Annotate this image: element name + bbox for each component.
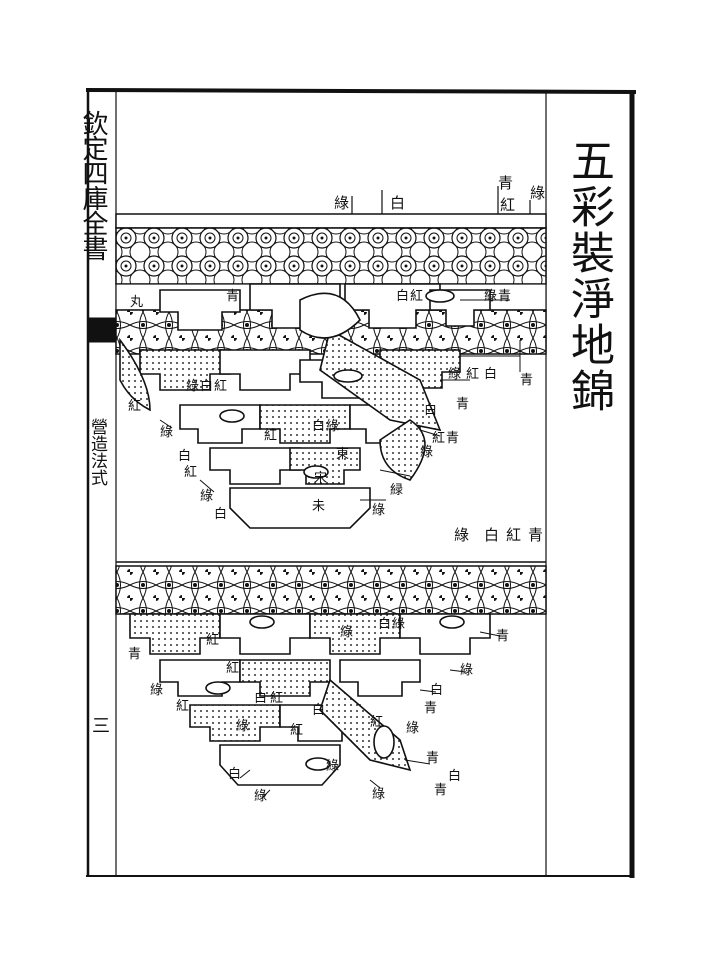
lower-label-hong-3: 紅 — [226, 661, 240, 676]
upper-label-qing-2: 青 — [498, 289, 512, 304]
lower-frieze — [115, 565, 547, 615]
upper-label-hong-3: 紅 — [432, 431, 446, 446]
upper-label-lu-3: 綠 — [420, 445, 434, 460]
lower-label-lu-6: 綠 — [372, 787, 386, 802]
page-number: 三 — [89, 716, 110, 734]
upper-inner-hong: 紅 — [261, 428, 276, 441]
separator-key-bai: 白 — [484, 526, 500, 544]
upper-inner-lu: 綠 — [326, 419, 340, 434]
lower-label-qing-2: 青 — [424, 701, 438, 716]
key-label-lu: 綠 — [334, 194, 350, 212]
upper-label-lu-2: 綠 — [448, 367, 462, 382]
upper-label-hong-4: 紅 — [214, 379, 228, 394]
upper-label-hong-6: 紅 — [184, 465, 198, 480]
upper-label-bai-4: 白 — [200, 379, 214, 394]
upper-label-lu-7: 綠 — [160, 425, 174, 440]
upper-label-lu-6: 綠 — [186, 379, 200, 394]
upper-inner-bai: 白 — [312, 419, 326, 434]
plate-title: 五彩裝淨地錦 — [563, 138, 614, 414]
upper-label-bai-2: 白 — [484, 367, 498, 382]
lower-label-bai-4: 白 — [228, 767, 242, 782]
upper-label-hong-2: 紅 — [466, 367, 480, 382]
lower-label-qing-4: 青 — [434, 783, 448, 798]
lower-label-bai-1: 白 — [430, 683, 444, 698]
separator-key-qing: 青 — [528, 526, 544, 544]
upper-inner-dong: 東 — [336, 447, 350, 462]
lower-label-lu-4: 綠 — [236, 719, 250, 734]
lower-label-hong-1: 紅 — [206, 633, 220, 648]
upper-label-lu-1: 綠 — [484, 289, 498, 304]
upper-leader-lines — [159, 299, 521, 501]
upper-label-qing-5: 青 — [446, 431, 460, 446]
upper-label-lu-8: 綠 — [200, 489, 214, 504]
lower-inner-lu: 綠 — [392, 617, 406, 632]
upper-label-bai-6: 白 — [214, 507, 228, 522]
lower-label-hong-5: 紅 — [270, 691, 284, 706]
lower-label-lu-3: 綠 — [150, 683, 164, 698]
lower-inner-bai: 白 — [378, 617, 392, 632]
upper-inner-wei: 未 — [312, 499, 326, 514]
key-label-lu-right: 綠 — [530, 184, 546, 202]
lower-inner-lu-3: 綠 — [326, 759, 340, 774]
lower-label-hong-4: 紅 — [176, 699, 190, 714]
upper-inner-song: 宋 — [314, 471, 328, 486]
upper-bracket-set — [119, 283, 491, 529]
upper-label-qing-3: 青 — [520, 373, 534, 388]
lower-bracket-set — [129, 613, 491, 786]
key-label-hong: 紅 — [500, 196, 516, 214]
section-name: 營造法式 — [87, 418, 107, 486]
upper-band-label: 丸 — [130, 295, 144, 310]
lower-label-lu-1: 綠 — [460, 663, 474, 678]
upper-label-qing-1: 青 — [226, 289, 240, 304]
lower-label-lu-5: 綠 — [254, 789, 268, 804]
lower-label-bai-2: 白 — [448, 769, 462, 784]
key-label-qing: 青 — [498, 174, 514, 192]
upper-label-hong-1: 紅 — [410, 289, 424, 304]
lower-inner-lu-2: 綠 — [340, 625, 354, 640]
lower-leader-lines — [239, 631, 501, 799]
book-title: 欽定四庫全書 — [78, 110, 108, 260]
upper-label-lu-4: 緑 — [390, 483, 404, 498]
upper-label-bai-5: 白 — [178, 449, 192, 464]
lower-label-lu-2: 綠 — [406, 721, 420, 736]
upper-label-lu-5: 綠 — [372, 503, 386, 518]
separator-key-hong: 紅 — [506, 526, 522, 544]
lower-inner-bai-2: 白 — [312, 703, 326, 718]
upper-label-qing-4: 青 — [456, 397, 470, 412]
lower-label-bai-3: 白 — [254, 691, 268, 706]
lower-inner-hong: 紅 — [290, 723, 304, 738]
key-label-bai: 白 — [390, 194, 406, 212]
separator-key-lu: 綠 — [454, 526, 470, 544]
lower-label-qing-3: 青 — [426, 751, 440, 766]
page-frame — [85, 88, 637, 878]
lower-label-qing-1: 青 — [496, 629, 510, 644]
lower-label-hong-2: 紅 — [370, 715, 384, 730]
lower-label-qing-5: 青 — [128, 647, 142, 662]
upper-label-bai-1: 白 — [396, 289, 410, 304]
upper-label-hong-5: 紅 — [128, 399, 142, 414]
upper-label-bai-3: 白 — [424, 403, 438, 418]
key-leader-lines — [351, 186, 531, 214]
